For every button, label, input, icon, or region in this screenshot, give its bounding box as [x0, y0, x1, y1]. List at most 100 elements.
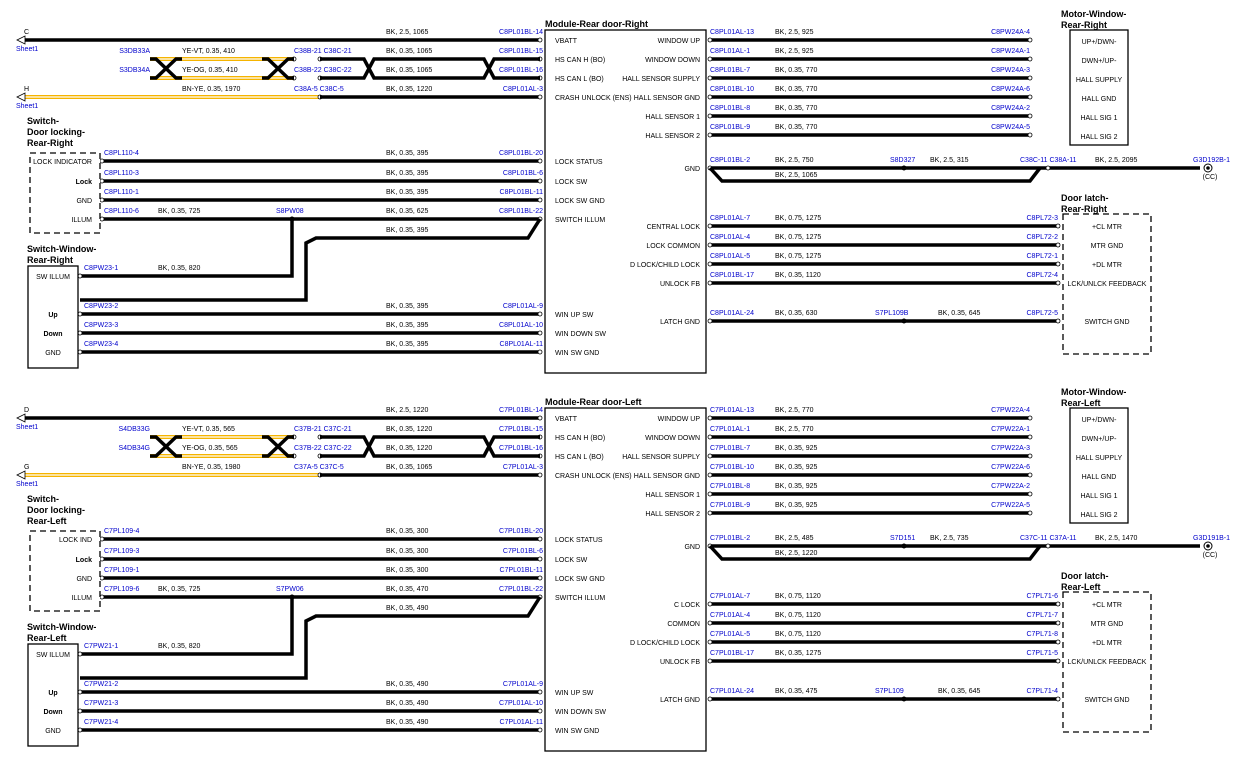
wire-spec: BK, 0.75, 1275: [775, 215, 821, 222]
connector-label: C8PL01BL-7: [710, 67, 750, 74]
module-pin-label: WINDOW UP: [658, 38, 701, 45]
lock-switch-title: Rear-Left: [27, 516, 67, 526]
wire-spec: BK, 0.35, 925: [775, 464, 818, 471]
wire-spec: BK, 0.35, 470: [386, 586, 429, 593]
module-pin-label: GND: [684, 166, 700, 173]
connector-label: C8PL72-2: [1026, 234, 1058, 241]
connector-pin: [537, 37, 543, 43]
connector-pin: [1055, 318, 1061, 324]
splice-label: S3DB33A: [119, 48, 150, 55]
connector-label: C7PL01BL-15: [499, 426, 543, 433]
connector-label: C7PL01BL-8: [710, 483, 750, 490]
connector-label: C7PL71-5: [1026, 650, 1058, 657]
lock-switch-title: Rear-Right: [27, 138, 73, 148]
connector-pin: [1055, 242, 1061, 248]
module-pin-label: LOCK SW GND: [555, 576, 605, 583]
connector-pin: [1055, 261, 1061, 267]
connector-pin: [707, 601, 713, 607]
connector-label: C7PL01BL-16: [499, 445, 543, 452]
wire-spec: BK, 2.5, 925: [775, 48, 814, 55]
inline-connector: C38B-21 C38C-21: [294, 48, 352, 55]
module-title: Module-Rear door-Left: [545, 397, 642, 407]
wire-spec: BK, 0.35, 925: [775, 445, 818, 452]
connector-label: C7PW22A-3: [991, 445, 1030, 452]
module-pin-label: C LOCK: [674, 602, 700, 609]
connector-pin: [707, 658, 713, 664]
connector-pin: [707, 242, 713, 248]
window-switch-pin: GND: [45, 728, 61, 735]
sheet-ref: Sheet1: [16, 424, 38, 431]
connector-pin: [707, 415, 713, 421]
latch-pin: SWITCH GND: [1084, 697, 1129, 704]
connector-pin: [707, 56, 713, 62]
wire-spec: BK, 0.35, 490: [386, 719, 429, 726]
splice-label: S4DB33G: [118, 426, 150, 433]
connector-pin: [1055, 223, 1061, 229]
window-switch-pin: Up: [48, 312, 57, 319]
latch-title: Rear-Right: [1061, 204, 1107, 214]
latch-title: Rear-Left: [1061, 582, 1101, 592]
motor-pin: HALL GND: [1082, 474, 1117, 481]
sheet-arrow: [16, 35, 26, 45]
connector-label: C8PL01BL-16: [499, 67, 543, 74]
connector-pin: [537, 415, 543, 421]
connector-label: C8PL01BL-9: [710, 124, 750, 131]
motor-box: [1069, 29, 1129, 146]
inline-connector: C38A-5 C38C-5: [294, 86, 344, 93]
connector-label: C8PL01BL-14: [499, 29, 543, 36]
wire-spec: BK, 0.35, 395: [386, 322, 429, 329]
connector-label: C8PL01BL-10: [710, 86, 754, 93]
connector-label: C7PL01AL-13: [710, 407, 754, 414]
connector-pin: [1055, 620, 1061, 626]
ground-suffix: (CC): [1203, 552, 1218, 559]
latch-title: Door latch-: [1061, 193, 1109, 203]
connector-label: C7PW22A-1: [991, 426, 1030, 433]
wire-spec: BK, 2.5, 1220: [386, 407, 429, 414]
connector-label: C8PW23-2: [84, 303, 118, 310]
connector-pin: [707, 280, 713, 286]
connector-label: C7PL01BL-2: [710, 535, 750, 542]
wire-spec: BK, 0.35, 490: [386, 681, 429, 688]
connector-pin: [1027, 94, 1033, 100]
sheet-letter: H: [24, 86, 29, 93]
connector-label: C8PL110-6: [104, 208, 139, 215]
illum-branch: [80, 596, 542, 680]
connector-label: C7PW21-4: [84, 719, 118, 726]
connector-pin: [537, 330, 543, 336]
connector-pin: [99, 556, 105, 562]
module-pin-label: HALL SENSOR 2: [645, 133, 700, 140]
module-pin-label: VBATT: [555, 416, 578, 423]
sheet-arrow: [16, 92, 26, 102]
connector-label: C8PW23-4: [84, 341, 118, 348]
module-pin-label: HALL SENSOR 1: [645, 492, 700, 499]
connector-pin: [707, 132, 713, 138]
connector-pin: [707, 491, 713, 497]
wire-spec: BK, 0.75, 1275: [775, 234, 821, 241]
connector-label: C8PL110-1: [104, 189, 139, 196]
connector-pin: [1055, 658, 1061, 664]
connector-pin: [1027, 434, 1033, 440]
connector-label: C7PL01AL-11: [500, 719, 544, 726]
window-switch-pin: Down: [43, 709, 62, 716]
lock-switch-title: Switch-: [27, 116, 59, 126]
connector-pin: [537, 575, 543, 581]
connector-label: C7PL01BL-6: [503, 548, 543, 555]
motor-pin: HALL SIG 1: [1080, 493, 1117, 500]
motor-box: [1069, 407, 1129, 524]
connector-pin: [707, 434, 713, 440]
latch-pin: SWITCH GND: [1084, 319, 1129, 326]
ground-second-wire: [708, 544, 1042, 561]
connector-pin: [537, 197, 543, 203]
window-switch-pin: Down: [43, 331, 62, 338]
wire-spec: BK, 0.35, 1220: [386, 86, 432, 93]
latch-pin: MTR GND: [1091, 621, 1124, 628]
motor-pin: HALL SUPPLY: [1076, 455, 1123, 462]
connector-pin: [707, 620, 713, 626]
connector-label: C8PL72-5: [1026, 310, 1058, 317]
wire-spec: BK, 2.5, 1065: [775, 172, 818, 179]
module-pin-label: LOCK SW: [555, 179, 588, 186]
connector-label: C8PL110-4: [104, 150, 139, 157]
lock-switch-pin: ILLUM: [71, 595, 92, 602]
module-pin-label: HALL SENSOR GND: [634, 473, 700, 480]
